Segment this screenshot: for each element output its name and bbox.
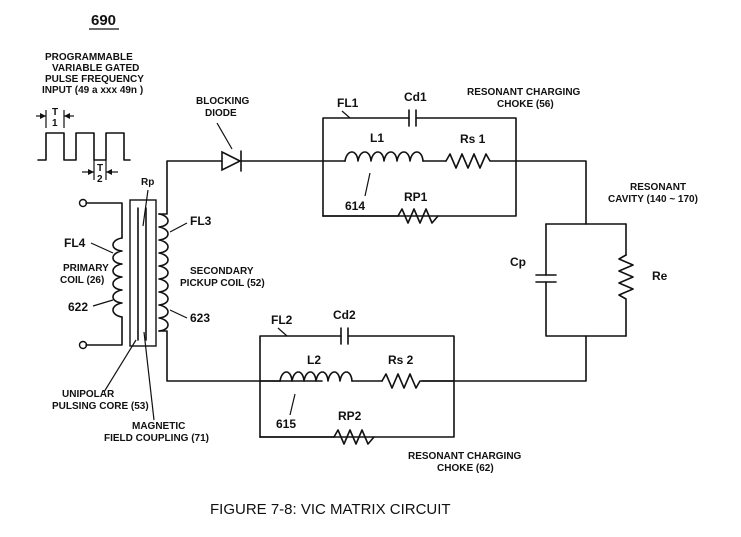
diode-triangle — [221, 150, 242, 172]
pulse-width-marker-t1: T 1 — [36, 107, 74, 129]
pulse-train-waveform — [37, 132, 131, 161]
core-outline — [129, 199, 157, 347]
secondary-coil-line-1: SECONDARY — [190, 266, 254, 277]
choke1-box-right-bottom — [322, 117, 517, 217]
fl3-leader — [169, 222, 188, 233]
n614-leader — [364, 172, 371, 197]
n622-leader — [92, 299, 114, 307]
secondary-coil-winding — [158, 213, 169, 332]
core-leader — [103, 339, 137, 393]
resonant-cavity-line-2: CAVITY (140 ~ 170) — [608, 194, 698, 205]
magnetic-label-line-1: MAGNETIC — [132, 421, 185, 432]
unipolar-pulsing-core — [129, 199, 157, 347]
l1-inductor — [344, 151, 424, 162]
choke2-box-right-bottom — [259, 335, 455, 438]
input-label-line-3: PULSE FREQUENCY — [45, 74, 144, 85]
cp-label: Cp — [510, 255, 526, 269]
cavity-bottom-lead — [421, 335, 587, 382]
magnetic-leader — [143, 331, 155, 421]
rp1-label: RP1 — [404, 190, 428, 204]
primary-coil — [78, 198, 123, 350]
blocking-diode-line-2: DIODE — [205, 108, 237, 119]
secondary-coil-line-2: PICKUP COIL (52) — [180, 278, 265, 289]
fl1-label: FL1 — [337, 96, 359, 110]
choke1-label-line-2: CHOKE (56) — [497, 99, 554, 110]
n623-label: 623 — [190, 311, 210, 325]
rs1-resistor — [445, 153, 517, 169]
input-label-line-4: INPUT (49 a xxx 49n ) — [42, 85, 143, 96]
figure-caption: FIGURE 7-8: VIC MATRIX CIRCUIT — [210, 501, 451, 518]
rp-label: Rp — [141, 177, 154, 188]
t2-label-top: T — [97, 163, 103, 174]
diode-leader — [216, 122, 233, 150]
fl4-label: FL4 — [64, 236, 86, 250]
fl2-leader — [277, 327, 288, 337]
resonant-cavity-line-1: RESONANT — [630, 182, 686, 193]
cp-lower-wire — [545, 281, 627, 337]
n623-leader — [169, 309, 188, 319]
blocking-diode: BLOCKING DIODE — [196, 96, 324, 172]
re-label: Re — [652, 269, 668, 283]
input-label-line-2: VARIABLE GATED — [52, 63, 139, 74]
n622-label: 622 — [68, 300, 88, 314]
resonant-charging-choke-2 — [259, 327, 455, 445]
core-label-line-2: PULSING CORE (53) — [52, 401, 149, 412]
rs1-label: Rs 1 — [460, 132, 486, 146]
primary-coil-winding — [112, 237, 123, 318]
rp1-resistor — [397, 208, 439, 224]
blocking-diode-line-1: BLOCKING — [196, 96, 250, 107]
primary-coil-line-1: PRIMARY — [63, 263, 109, 274]
rs2-resistor — [381, 373, 455, 389]
rp2-resistor — [333, 429, 375, 445]
choke1-label-line-1: RESONANT CHARGING — [467, 87, 581, 98]
choke2-label-line-1: RESONANT CHARGING — [408, 451, 522, 462]
n615-label: 615 — [276, 417, 296, 431]
t1-label-top: T — [52, 107, 58, 118]
t1-label-bottom: 1 — [52, 118, 58, 129]
fl2-label: FL2 — [271, 313, 293, 327]
primary-coil-line-2: COIL (26) — [60, 275, 104, 286]
resonant-cavity — [421, 160, 634, 382]
cd1-label: Cd1 — [404, 90, 427, 104]
secondary-coil — [158, 160, 323, 382]
rs2-label: Rs 2 — [388, 353, 414, 367]
choke1-box-left-top — [322, 117, 410, 217]
rp-leader — [142, 189, 149, 227]
pulse-gap-marker-t2: T 2 — [82, 160, 118, 185]
n614-label: 614 — [345, 199, 365, 213]
rp2-label: RP2 — [338, 409, 362, 423]
n615-leader — [289, 393, 296, 416]
l1-label: L1 — [370, 131, 384, 145]
resonant-charging-choke-1 — [322, 109, 517, 224]
fl4-leader — [90, 242, 114, 254]
fl3-label: FL3 — [190, 214, 212, 228]
input-label-line-1: PROGRAMMABLE — [45, 52, 133, 63]
secondary-bottom-lead — [158, 330, 323, 382]
cd2-label: Cd2 — [333, 308, 356, 322]
re-resistor — [618, 254, 634, 337]
secondary-top-lead — [158, 160, 223, 215]
magnetic-label-line-2: FIELD COUPLING (71) — [104, 433, 209, 444]
choke2-label-line-2: CHOKE (62) — [437, 463, 494, 474]
l2-label: L2 — [307, 353, 321, 367]
l2-inductor — [279, 371, 353, 382]
cavity-top-lead — [515, 160, 587, 225]
figure-number: 690 — [91, 12, 116, 29]
core-label-line-1: UNIPOLAR — [62, 389, 115, 400]
fl1-leader — [341, 110, 351, 119]
input-label: PROGRAMMABLE VARIABLE GATED PULSE FREQUE… — [42, 52, 144, 96]
t2-label-bottom: 2 — [97, 174, 103, 185]
choke2-box-left-top — [259, 335, 342, 438]
